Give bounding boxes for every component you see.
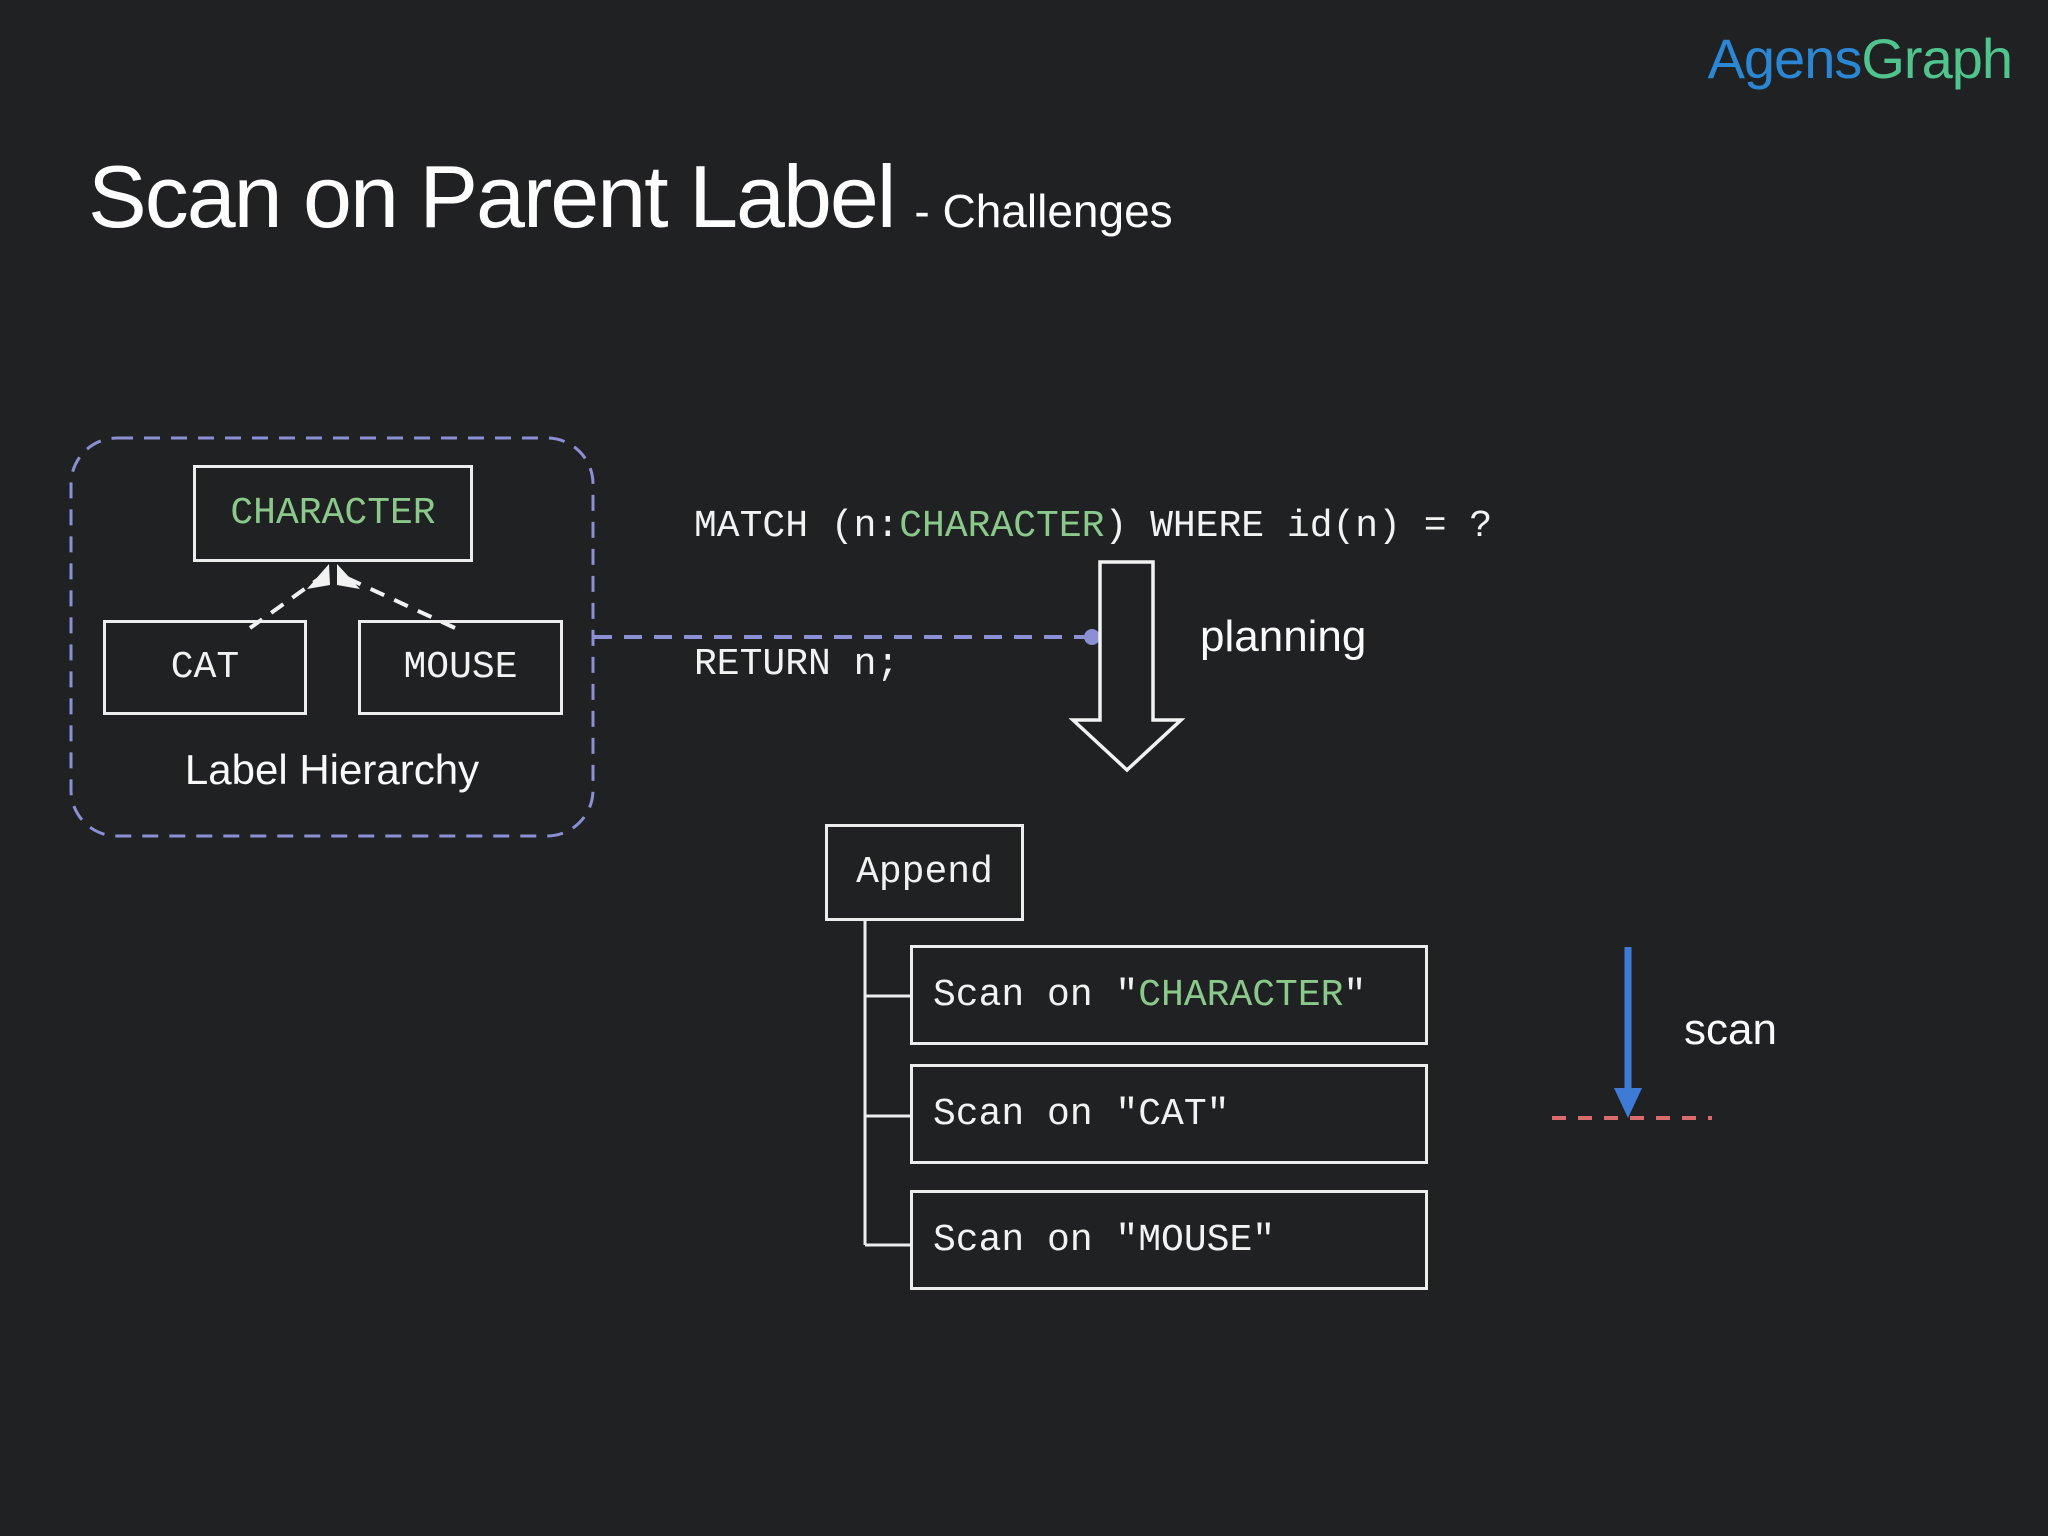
- step-prefix: Scan on ": [933, 973, 1139, 1017]
- cat-to-character-arrowhead-icon: [307, 564, 330, 589]
- step-prefix: Scan on ": [933, 1092, 1139, 1136]
- logo-graph-text: Graph: [1861, 27, 2013, 90]
- step-suffix: ": [1252, 1218, 1276, 1262]
- node-mouse-label: MOUSE: [403, 646, 518, 689]
- match-label: CHARACTER: [899, 505, 1105, 548]
- planning-label: planning: [1200, 612, 1367, 661]
- title-row: Scan on Parent Label - Challenges: [88, 146, 1173, 248]
- match-suffix: ) WHERE id(n) = ?: [1104, 505, 1493, 548]
- plan-root-append: Append: [825, 824, 1024, 921]
- node-cat-label: CAT: [170, 646, 240, 689]
- step-suffix: ": [1343, 973, 1367, 1017]
- node-cat: CAT: [103, 620, 307, 715]
- step-suffix: ": [1206, 1092, 1230, 1136]
- page-title: Scan on Parent Label: [88, 147, 896, 246]
- plan-step-scan-mouse: Scan on "MOUSE": [910, 1190, 1428, 1290]
- page-subtitle: - Challenges: [914, 185, 1173, 237]
- hierarchy-caption: Label Hierarchy: [184, 746, 480, 793]
- cypher-query: MATCH (n:CHARACTER) WHERE id(n) = ? RETU…: [694, 412, 1492, 734]
- append-tree-connector: [863, 921, 910, 1247]
- step-label: CHARACTER: [1138, 973, 1344, 1017]
- cypher-line-return: RETURN n;: [694, 643, 900, 686]
- plan-step-scan-character: Scan on "CHARACTER": [910, 945, 1428, 1045]
- match-prefix: MATCH (n:: [694, 505, 900, 548]
- step-label: MOUSE: [1138, 1218, 1253, 1262]
- scan-down-arrowhead-icon: [1614, 1088, 1642, 1118]
- logo-agens-text: Agens: [1707, 27, 1863, 90]
- node-mouse: MOUSE: [358, 620, 563, 715]
- cypher-line-match: MATCH (n:CHARACTER) WHERE id(n) = ?: [694, 504, 1492, 550]
- step-prefix: Scan on ": [933, 1218, 1139, 1262]
- node-character-label: CHARACTER: [230, 492, 436, 535]
- append-label: Append: [856, 851, 993, 894]
- mouse-to-character-arrowhead-icon: [337, 564, 360, 589]
- node-character: CHARACTER: [193, 465, 473, 562]
- plan-step-scan-cat: Scan on "CAT": [910, 1064, 1428, 1164]
- agensgraph-logo: AgensGraph: [1707, 26, 2013, 91]
- step-label: CAT: [1138, 1092, 1207, 1136]
- scan-label: scan: [1684, 1005, 1777, 1054]
